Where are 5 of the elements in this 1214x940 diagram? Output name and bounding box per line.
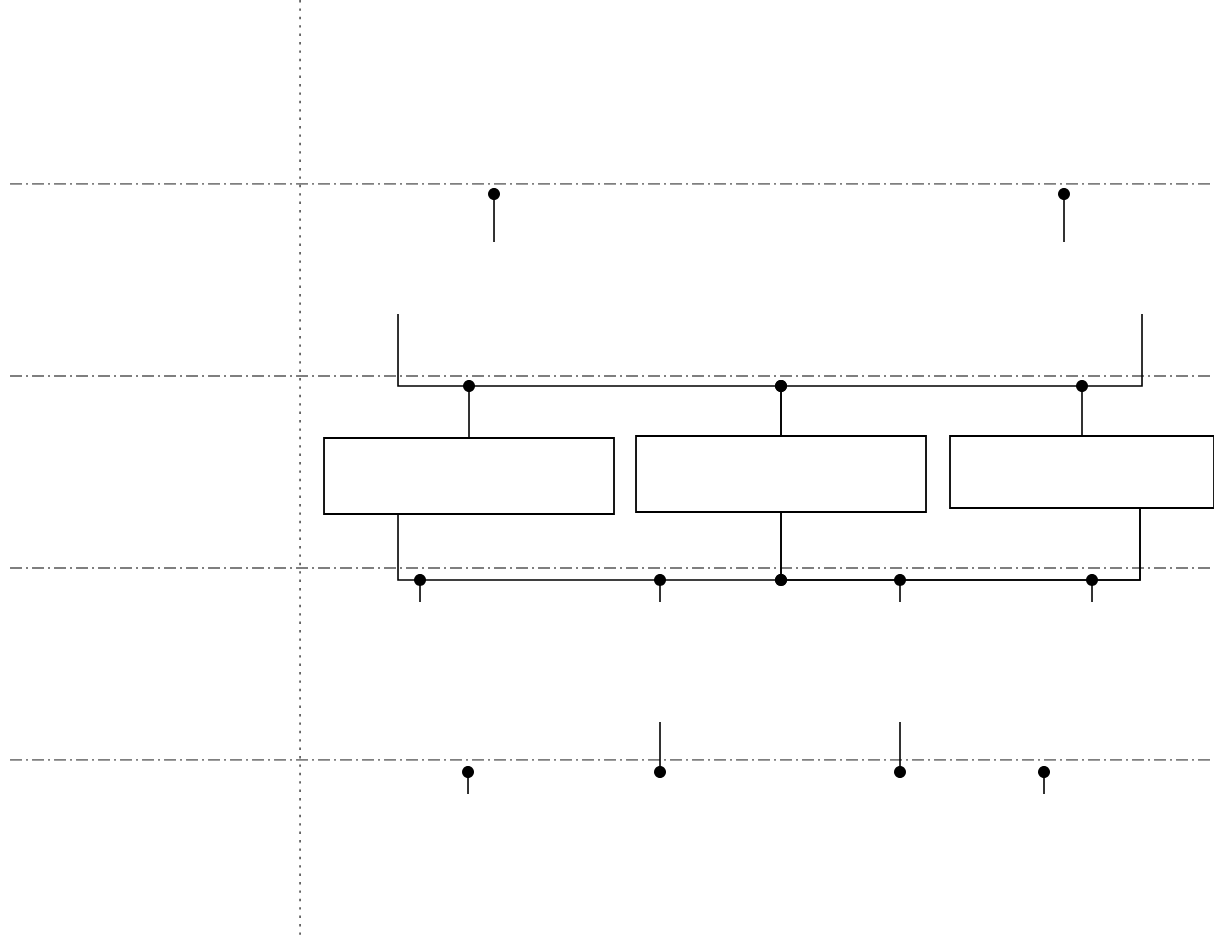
bus-line — [775, 508, 1141, 586]
process-box — [635, 435, 927, 513]
process-box — [949, 435, 1214, 509]
bus-line — [775, 380, 1088, 436]
process-box — [323, 437, 615, 515]
